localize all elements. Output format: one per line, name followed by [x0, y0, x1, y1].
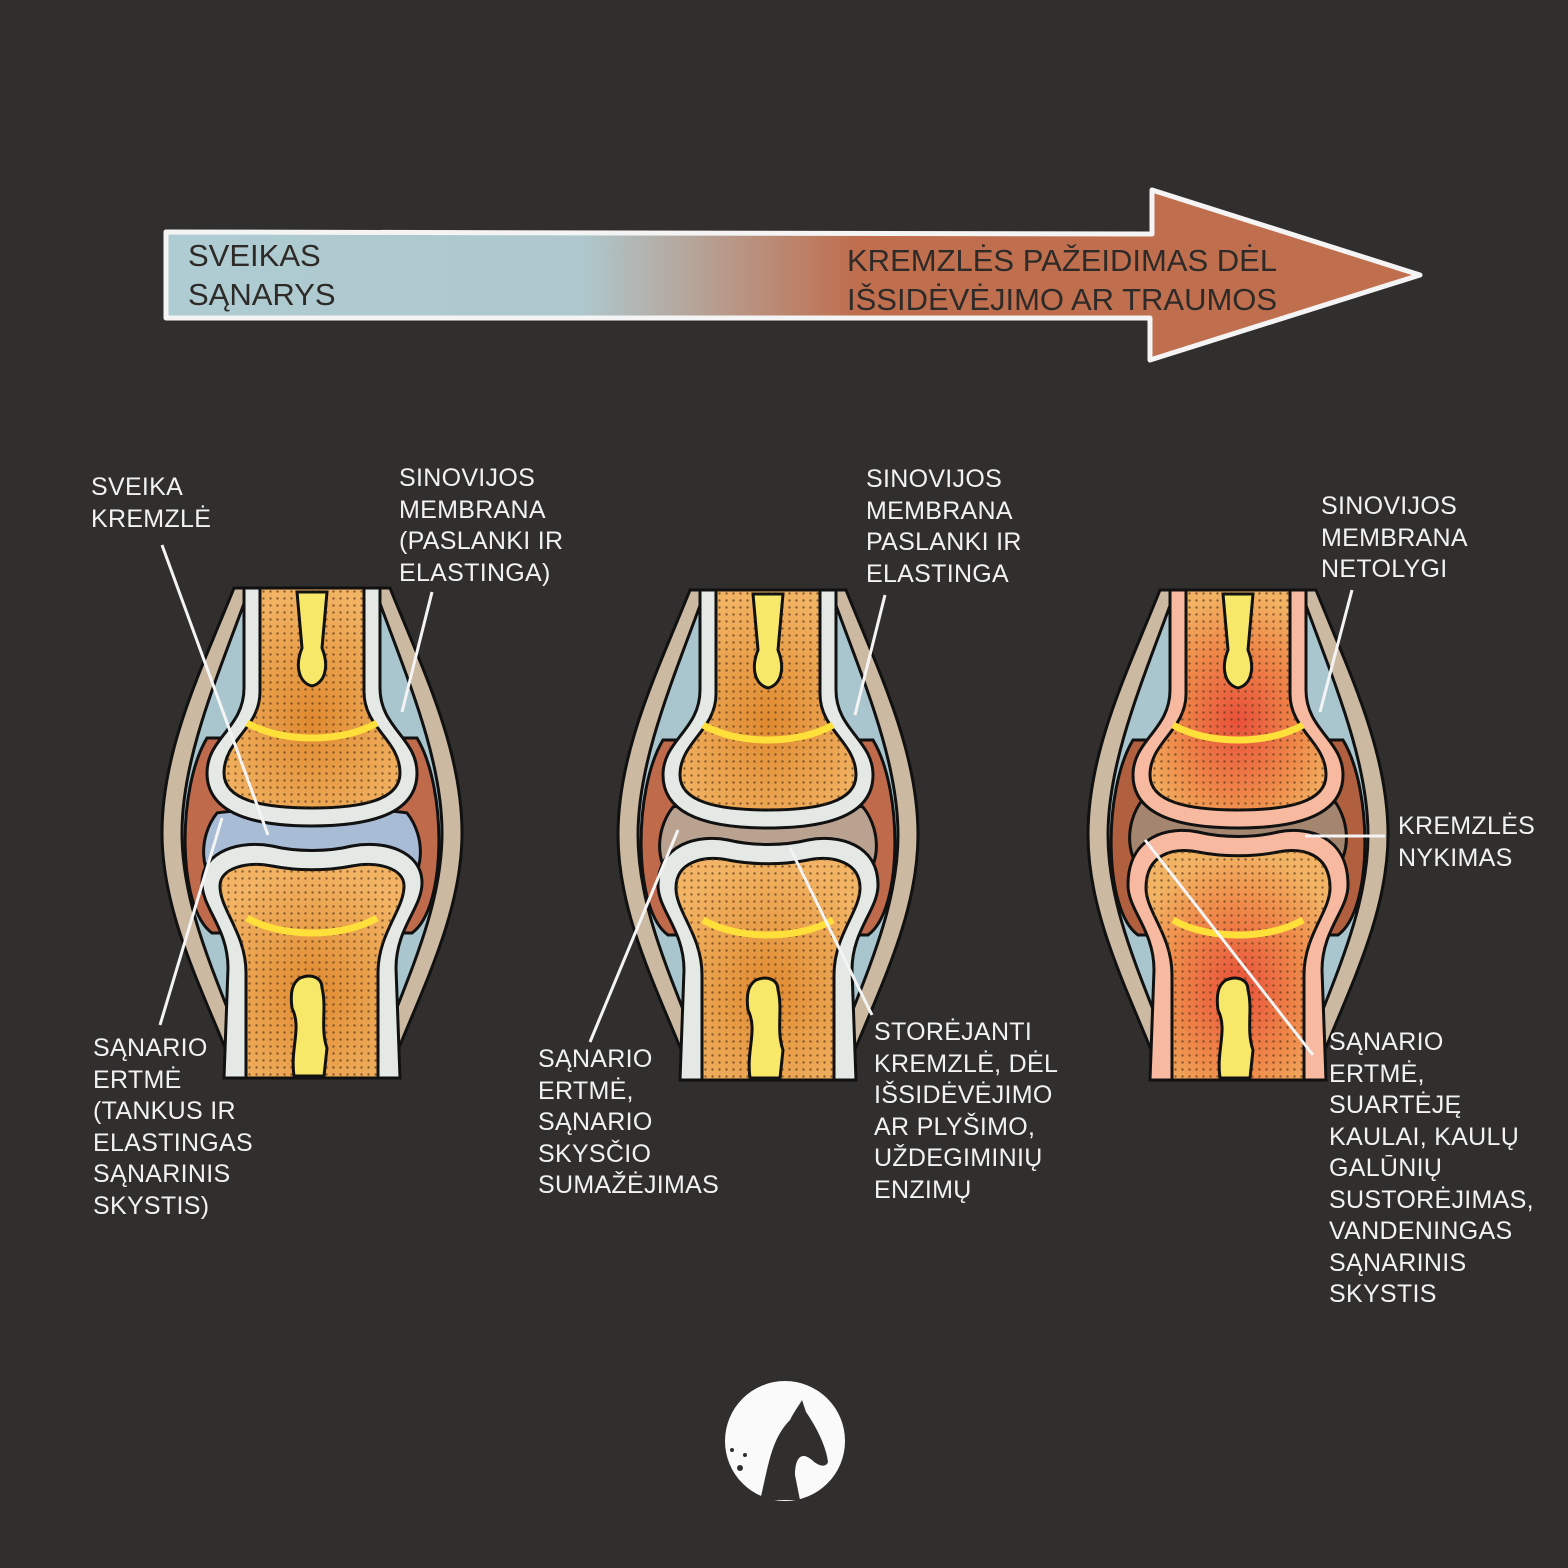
label-early-cartilage: STORĖJANTI KREMZLĖ, DĖL IŠSIDĖVĖJIMO AR … — [874, 1018, 1059, 1204]
label-healthy-cavity: SĄNARIO ERTMĖ (TANKUS IR ELASTINGAS SĄNA… — [93, 1034, 253, 1220]
healthy-joint-heading: SVEIKAS SĄNARYS — [188, 238, 336, 312]
leader-line — [1318, 589, 1354, 713]
leader-line — [160, 544, 270, 836]
label-damaged-membrane: SINOVIJOS MEMBRANA NETOLYGI — [1321, 492, 1468, 583]
upper-marrow — [1221, 592, 1255, 690]
progression-arrow — [163, 187, 1423, 363]
lower-marrow — [1215, 976, 1255, 1080]
leader-line — [788, 847, 874, 1016]
label-healthy-membrane: SINOVIJOS MEMBRANA (PASLANKI IR ELASTING… — [399, 464, 564, 587]
label-early-membrane: SINOVIJOS MEMBRANA PASLANKI IR ELASTINGA — [866, 465, 1022, 588]
label-early-cavity: SĄNARIO ERTMĖ, SĄNARIO SKYSČIO SUMAŽĖJIM… — [538, 1045, 720, 1199]
leader-line — [400, 591, 434, 713]
upper-marrow — [295, 590, 329, 688]
damaged-joint-heading: KREMZLĖS PAŽEIDIMAS DĖL IŠSIDĖVĖJIMO AR … — [847, 243, 1278, 317]
lower-marrow — [745, 976, 785, 1080]
horse-head-icon — [725, 1381, 845, 1501]
upper-marrow — [751, 592, 785, 690]
healthy-joint — [160, 586, 464, 1080]
early-damage-joint — [616, 588, 920, 1082]
leader-lines — [158, 544, 1385, 1056]
label-healthy-cartilage: SVEIKA KREMZLĖ — [91, 473, 212, 533]
leader-line — [158, 817, 224, 1026]
damaged-joint — [1086, 588, 1390, 1082]
lower-marrow — [289, 974, 329, 1078]
label-damaged-cartilage: KREMZLĖS NYKIMAS — [1398, 812, 1536, 872]
leader-line — [853, 594, 887, 716]
leader-line — [1143, 839, 1315, 1056]
label-damaged-cavity: SĄNARIO ERTMĖ, SUARTĖJĘ KAULAI, KAULŲ GA… — [1329, 1028, 1534, 1308]
leader-line — [588, 829, 680, 1043]
